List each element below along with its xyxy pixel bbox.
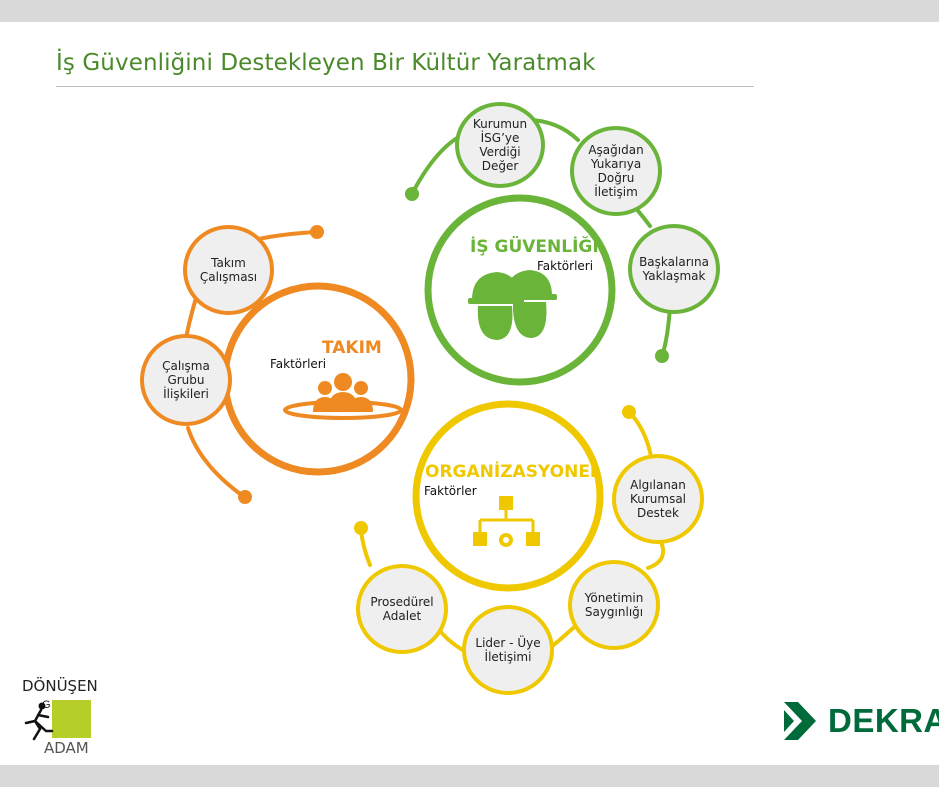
- organizasyonel-title: ORGANİZASYONEL: [425, 462, 601, 482]
- hard-hats-icon: [468, 270, 557, 340]
- green-dot-end: [655, 349, 669, 363]
- yellow-dot-start: [622, 405, 636, 419]
- dekra-arrow-icon: [784, 702, 816, 740]
- takim-subtitle: Faktörleri: [270, 357, 327, 371]
- logo-bottom-text: ADAM: [44, 739, 89, 757]
- bubble-baskalarina-yaklasmak: Başkalarına Yaklaşmak: [628, 224, 720, 314]
- yellow-dot-end: [354, 521, 368, 535]
- dekra-text: DEKRA: [828, 702, 939, 739]
- org-chart-icon: [473, 496, 540, 547]
- takim-circle: [221, 282, 415, 476]
- title-divider: [56, 86, 754, 87]
- organizasyonel-subtitle: Faktörler: [424, 484, 477, 498]
- bubble-takim-calismasi: Takım Çalışması: [183, 225, 274, 315]
- green-arc: [410, 117, 672, 358]
- page-title: İş Güvenliğini Destekleyen Bir Kültür Ya…: [56, 50, 596, 76]
- orange-dot-end: [238, 490, 252, 504]
- takim-title: TAKIM: [322, 338, 382, 358]
- green-dot-start: [405, 187, 419, 201]
- logo-green-square: [52, 700, 91, 738]
- bubble-asagidan-yukariya: Aşağıdan Yukarıya Doğru İletişim: [570, 126, 662, 216]
- is-guvenligi-subtitle: Faktörleri: [537, 259, 594, 273]
- is-guvenligi-title: İŞ GÜVENLİĞİ: [470, 237, 599, 257]
- orange-dot-start: [310, 225, 324, 239]
- dekra-logo: DEKRA: [780, 698, 939, 744]
- bubble-calisma-grubu: Çalışma Grubu İlişkileri: [140, 334, 232, 426]
- top-band: [0, 0, 939, 22]
- logo-top-text: DÖNÜŞEN: [22, 677, 98, 695]
- logo-mark-letter: G: [42, 699, 51, 711]
- running-man-icon: [24, 702, 54, 741]
- bubble-kurumun-isg: Kurumun İSG’ye Verdiği Değer: [455, 102, 545, 188]
- bubble-prosedurel-adalet: Prosedürel Adalet: [356, 564, 448, 654]
- bubble-algilanan-destek: Algılanan Kurumsal Destek: [612, 454, 704, 544]
- donusen-adam-logo: DÖNÜŞEN G ADAM: [22, 677, 112, 759]
- team-people-icon: [283, 373, 403, 420]
- bottom-band: [0, 765, 939, 787]
- bubble-lider-uye: Lider - Üye İletişimi: [462, 605, 554, 695]
- bubble-yonetimin-sayginligi: Yönetimin Saygınlığı: [568, 560, 660, 650]
- yellow-arc: [359, 410, 665, 654]
